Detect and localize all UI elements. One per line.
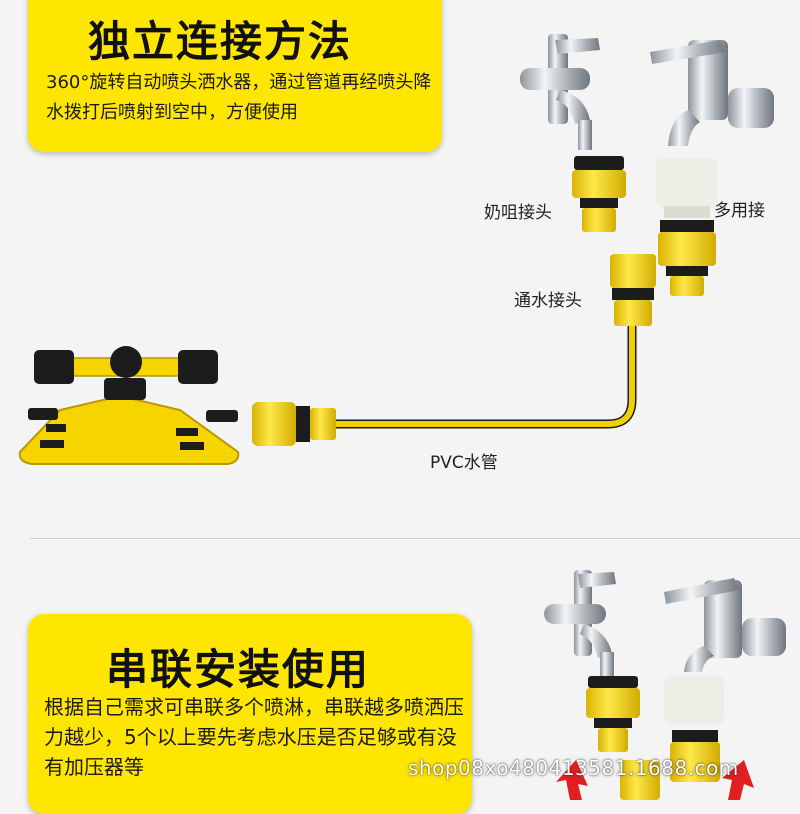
faucet-icon [520, 34, 600, 150]
intro-card-standalone: 独立连接方法 360°旋转自动喷头洒水器，通过管道再经喷头降水拨打后喷射到空中，… [28, 0, 442, 152]
hose-connector-icon [586, 676, 660, 800]
faucet-lever-icon [664, 578, 786, 672]
sprinkler-icon [18, 346, 240, 465]
arrow-up-icon [556, 760, 588, 800]
label-multi-connector: 多用接 [714, 201, 765, 221]
hose-connector-icon [664, 676, 724, 782]
label-water-connector: 通水接头 [514, 291, 582, 311]
section-divider [30, 538, 800, 539]
hose-connector-icon [610, 254, 656, 326]
hose-connector-icon [252, 402, 336, 446]
hose-connector-icon [572, 156, 626, 232]
label-nipple-connector: 奶咀接头 [484, 203, 552, 223]
section-description-series: 根据自己需求可串联多个喷淋，串联越多喷洒压力越少，5个以上要先考虑水压是否足够或… [44, 695, 464, 779]
section-title-standalone: 独立连接方法 [88, 17, 353, 66]
arrow-up-icon [722, 760, 754, 800]
shop-watermark: shop08xo480413581.1688.com [408, 756, 739, 780]
faucet-icon [544, 570, 616, 678]
label-pvc-pipe: PVC水管 [430, 453, 498, 473]
hose-connector-icon [656, 158, 718, 296]
intro-card-series: 串联安装使用 根据自己需求可串联多个喷淋，串联越多喷洒压力越少，5个以上要先考虑… [28, 614, 472, 814]
section-title-series: 串联安装使用 [106, 645, 371, 694]
section-description-standalone: 360°旋转自动喷头洒水器，通过管道再经喷头降水拨打后喷射到空中，方便使用 [46, 72, 432, 123]
faucet-lever-icon [650, 40, 774, 146]
